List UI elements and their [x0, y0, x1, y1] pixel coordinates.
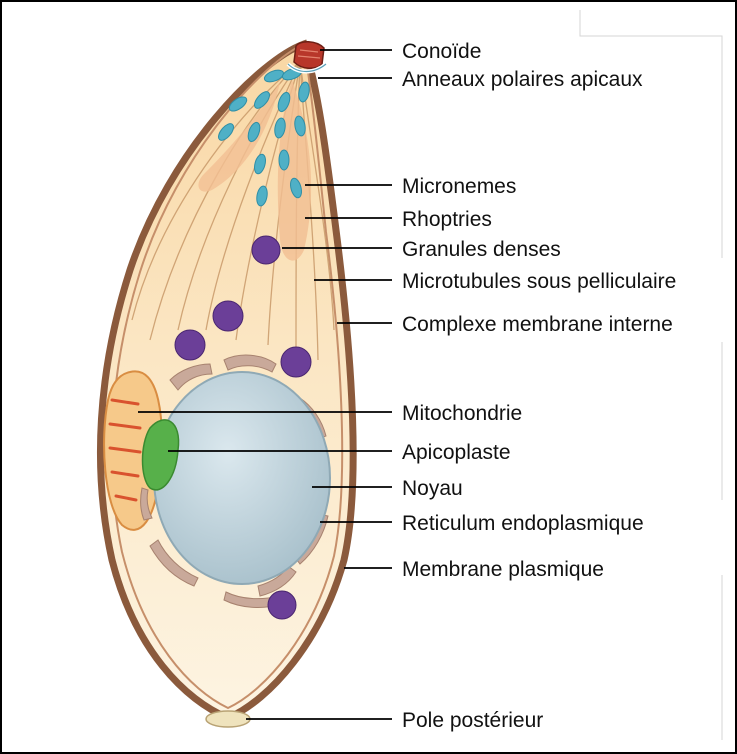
- label-anneaux-polaires: Anneaux polaires apicaux: [402, 68, 643, 91]
- background-panels: [580, 10, 722, 740]
- label-conoide: Conoïde: [402, 40, 481, 63]
- label-granules-denses: Granules denses: [402, 238, 561, 261]
- label-micronemes: Micronemes: [402, 175, 516, 198]
- conoid: [294, 42, 324, 69]
- label-reticulum: Reticulum endoplasmique: [402, 512, 644, 535]
- label-membrane-plasmique: Membrane plasmique: [402, 558, 604, 581]
- label-rhoptries: Rhoptries: [402, 208, 492, 231]
- label-pole-posterieur: Pole postérieur: [402, 709, 543, 732]
- labels: Conoïde Anneaux polaires apicaux Microne…: [402, 40, 676, 732]
- nucleus: [154, 372, 330, 584]
- label-mitochondrie: Mitochondrie: [402, 402, 522, 425]
- label-complexe-membrane: Complexe membrane interne: [402, 313, 673, 336]
- dense-granule: [268, 591, 296, 619]
- dense-granule: [281, 347, 311, 377]
- label-noyau: Noyau: [402, 477, 463, 500]
- dense-granule: [175, 330, 205, 360]
- dense-granule: [252, 236, 280, 264]
- microneme: [279, 150, 289, 170]
- label-microtubules: Microtubules sous pelliculaire: [402, 270, 676, 293]
- label-apicoplaste: Apicoplaste: [402, 441, 511, 464]
- posterior-pole: [206, 711, 250, 727]
- dense-granule: [213, 301, 243, 331]
